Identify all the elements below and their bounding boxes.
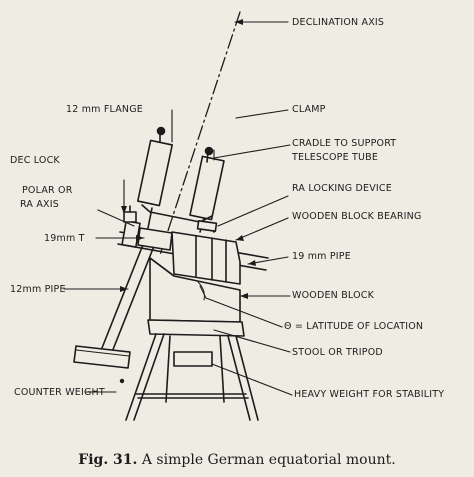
wooden-block [149,257,241,323]
label-polar-line2: RA AXIS [20,199,59,210]
figure-number: Fig. 31. [78,452,138,468]
ra-locking-device [196,219,218,233]
label-stool: STOOL OR TRIPOD [292,347,383,358]
stool-top [147,319,245,337]
label-counter-weight: COUNTER WEIGHT [14,387,105,398]
label-declination-axis: DECLINATION AXIS [292,17,385,28]
label-wooden-block: WOODEN BLOCK [292,290,375,301]
label-cradle-line2: TELESCOPE TUBE [292,152,379,163]
declination-axis-line [159,11,241,256]
label-pipe-19: 19 mm PIPE [292,251,351,262]
arrowheads [120,19,256,299]
t-joint [137,227,173,251]
label-polar-line1: POLAR OR [22,185,73,196]
label-pipe-12: 12mm PIPE [10,284,66,295]
dec-lock-knob [123,205,137,223]
heavy-weight [173,351,213,367]
label-ra-locking: RA LOCKING DEVICE [292,183,392,194]
counter-weight-dot [119,378,125,384]
label-wooden-bearing: WOODEN BLOCK BEARING [292,211,422,222]
label-cradle-line1: CRADLE TO SUPPORT [292,138,397,149]
label-flange: 12 mm FLANGE [66,104,143,115]
label-latitude: Θ = LATITUDE OF LOCATION [284,321,424,332]
clamp [156,126,214,163]
label-heavy-weight: HEAVY WEIGHT FOR STABILITY [294,389,445,400]
figure-caption-text: A simple German equatorial mount. [141,452,396,468]
label-dec-lock: DEC LOCK [10,155,60,166]
counter-weight [73,345,131,369]
label-t-joint: 19mm T [44,233,85,244]
leader-lines [63,21,293,396]
equatorial-mount-diagram [63,11,293,421]
stool-legs [125,333,259,421]
cradle [136,139,225,233]
figure-caption: Fig. 31. A simple German equatorial moun… [0,452,474,468]
wooden-block-bearing [171,231,241,285]
label-clamp: CLAMP [292,104,326,115]
